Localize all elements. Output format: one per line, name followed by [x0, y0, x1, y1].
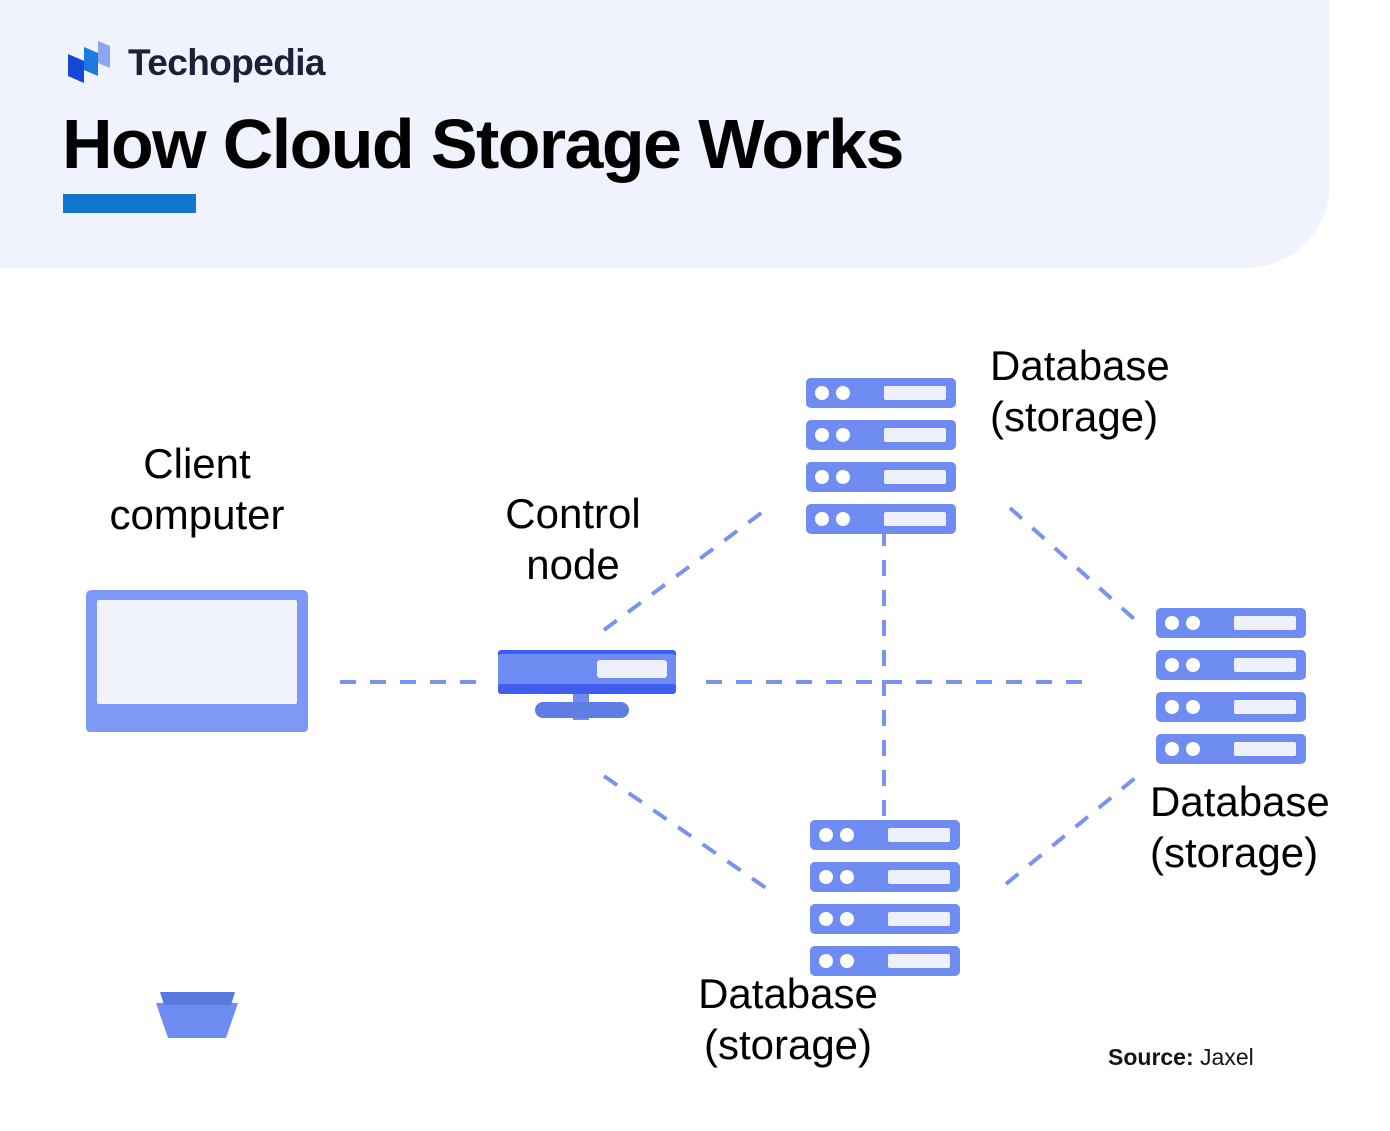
source-value: Jaxel — [1200, 1044, 1254, 1070]
page-title: How Cloud Storage Works — [62, 105, 904, 183]
title-accent-rule — [63, 194, 196, 213]
link-control-to-db-bottom — [602, 774, 768, 890]
server-rack-icon-right — [1156, 608, 1306, 764]
techopedia-parallelogram-logo-icon — [68, 41, 110, 83]
desktop-monitor-icon — [86, 590, 308, 1038]
control-node-server-icon — [498, 650, 676, 720]
label-database-right: Database (storage) — [1150, 778, 1330, 877]
server-rack-icon-top — [806, 378, 956, 534]
diagram-canvas: Client computer Control node Database (s… — [0, 268, 1390, 1131]
label-database-top: Database (storage) — [990, 342, 1170, 441]
label-client-computer: Client computer — [109, 440, 285, 539]
brand-logo: Techopedia — [62, 36, 325, 88]
label-database-bottom: Database (storage) — [698, 970, 878, 1069]
link-control-to-db-top — [602, 506, 770, 632]
link-db-top-to-db-right — [1008, 506, 1144, 628]
connector-links — [340, 506, 1144, 890]
label-control-node: Control node — [505, 490, 641, 589]
diagram-graphics — [86, 378, 1306, 1038]
link-db-bottom-to-db-right — [1004, 772, 1142, 886]
brand-name: Techopedia — [128, 41, 325, 83]
source-attribution: Source: Jaxel — [1108, 1044, 1254, 1071]
server-rack-icon-bottom — [810, 820, 960, 976]
header-band: Techopedia How Cloud Storage Works — [0, 0, 1330, 268]
source-label: Source: — [1108, 1044, 1194, 1070]
